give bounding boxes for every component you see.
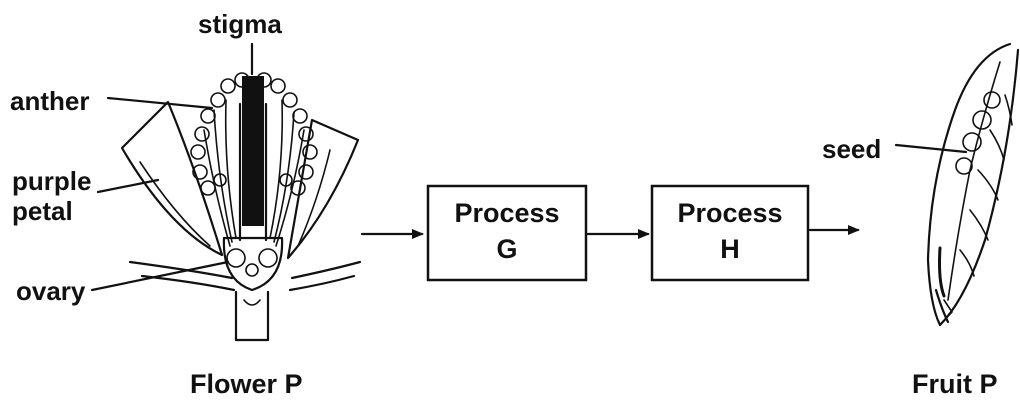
process-h-box: Process H bbox=[650, 184, 810, 282]
process-g-line2: G bbox=[496, 234, 517, 264]
label-stigma: stigma bbox=[198, 9, 282, 39]
label-anther: anther bbox=[10, 86, 89, 116]
process-h-line1: Process bbox=[677, 198, 782, 228]
process-g-line1: Process bbox=[454, 198, 559, 228]
caption-flower: Flower P bbox=[190, 369, 303, 399]
petal-leader bbox=[96, 178, 160, 194]
label-ovary: ovary bbox=[16, 276, 86, 306]
anther-leader bbox=[106, 96, 214, 110]
label-petal: petal bbox=[12, 196, 73, 226]
seed-leader bbox=[894, 143, 968, 154]
label-seed: seed bbox=[822, 134, 881, 164]
label-purple: purple bbox=[12, 166, 91, 196]
ovary-leader bbox=[90, 260, 230, 292]
flower-drawing bbox=[120, 72, 362, 342]
process-h-line2: H bbox=[720, 234, 740, 264]
fruit-drawing bbox=[926, 42, 1020, 327]
process-g-box: Process G bbox=[426, 184, 588, 282]
caption-fruit: Fruit P bbox=[912, 369, 998, 399]
